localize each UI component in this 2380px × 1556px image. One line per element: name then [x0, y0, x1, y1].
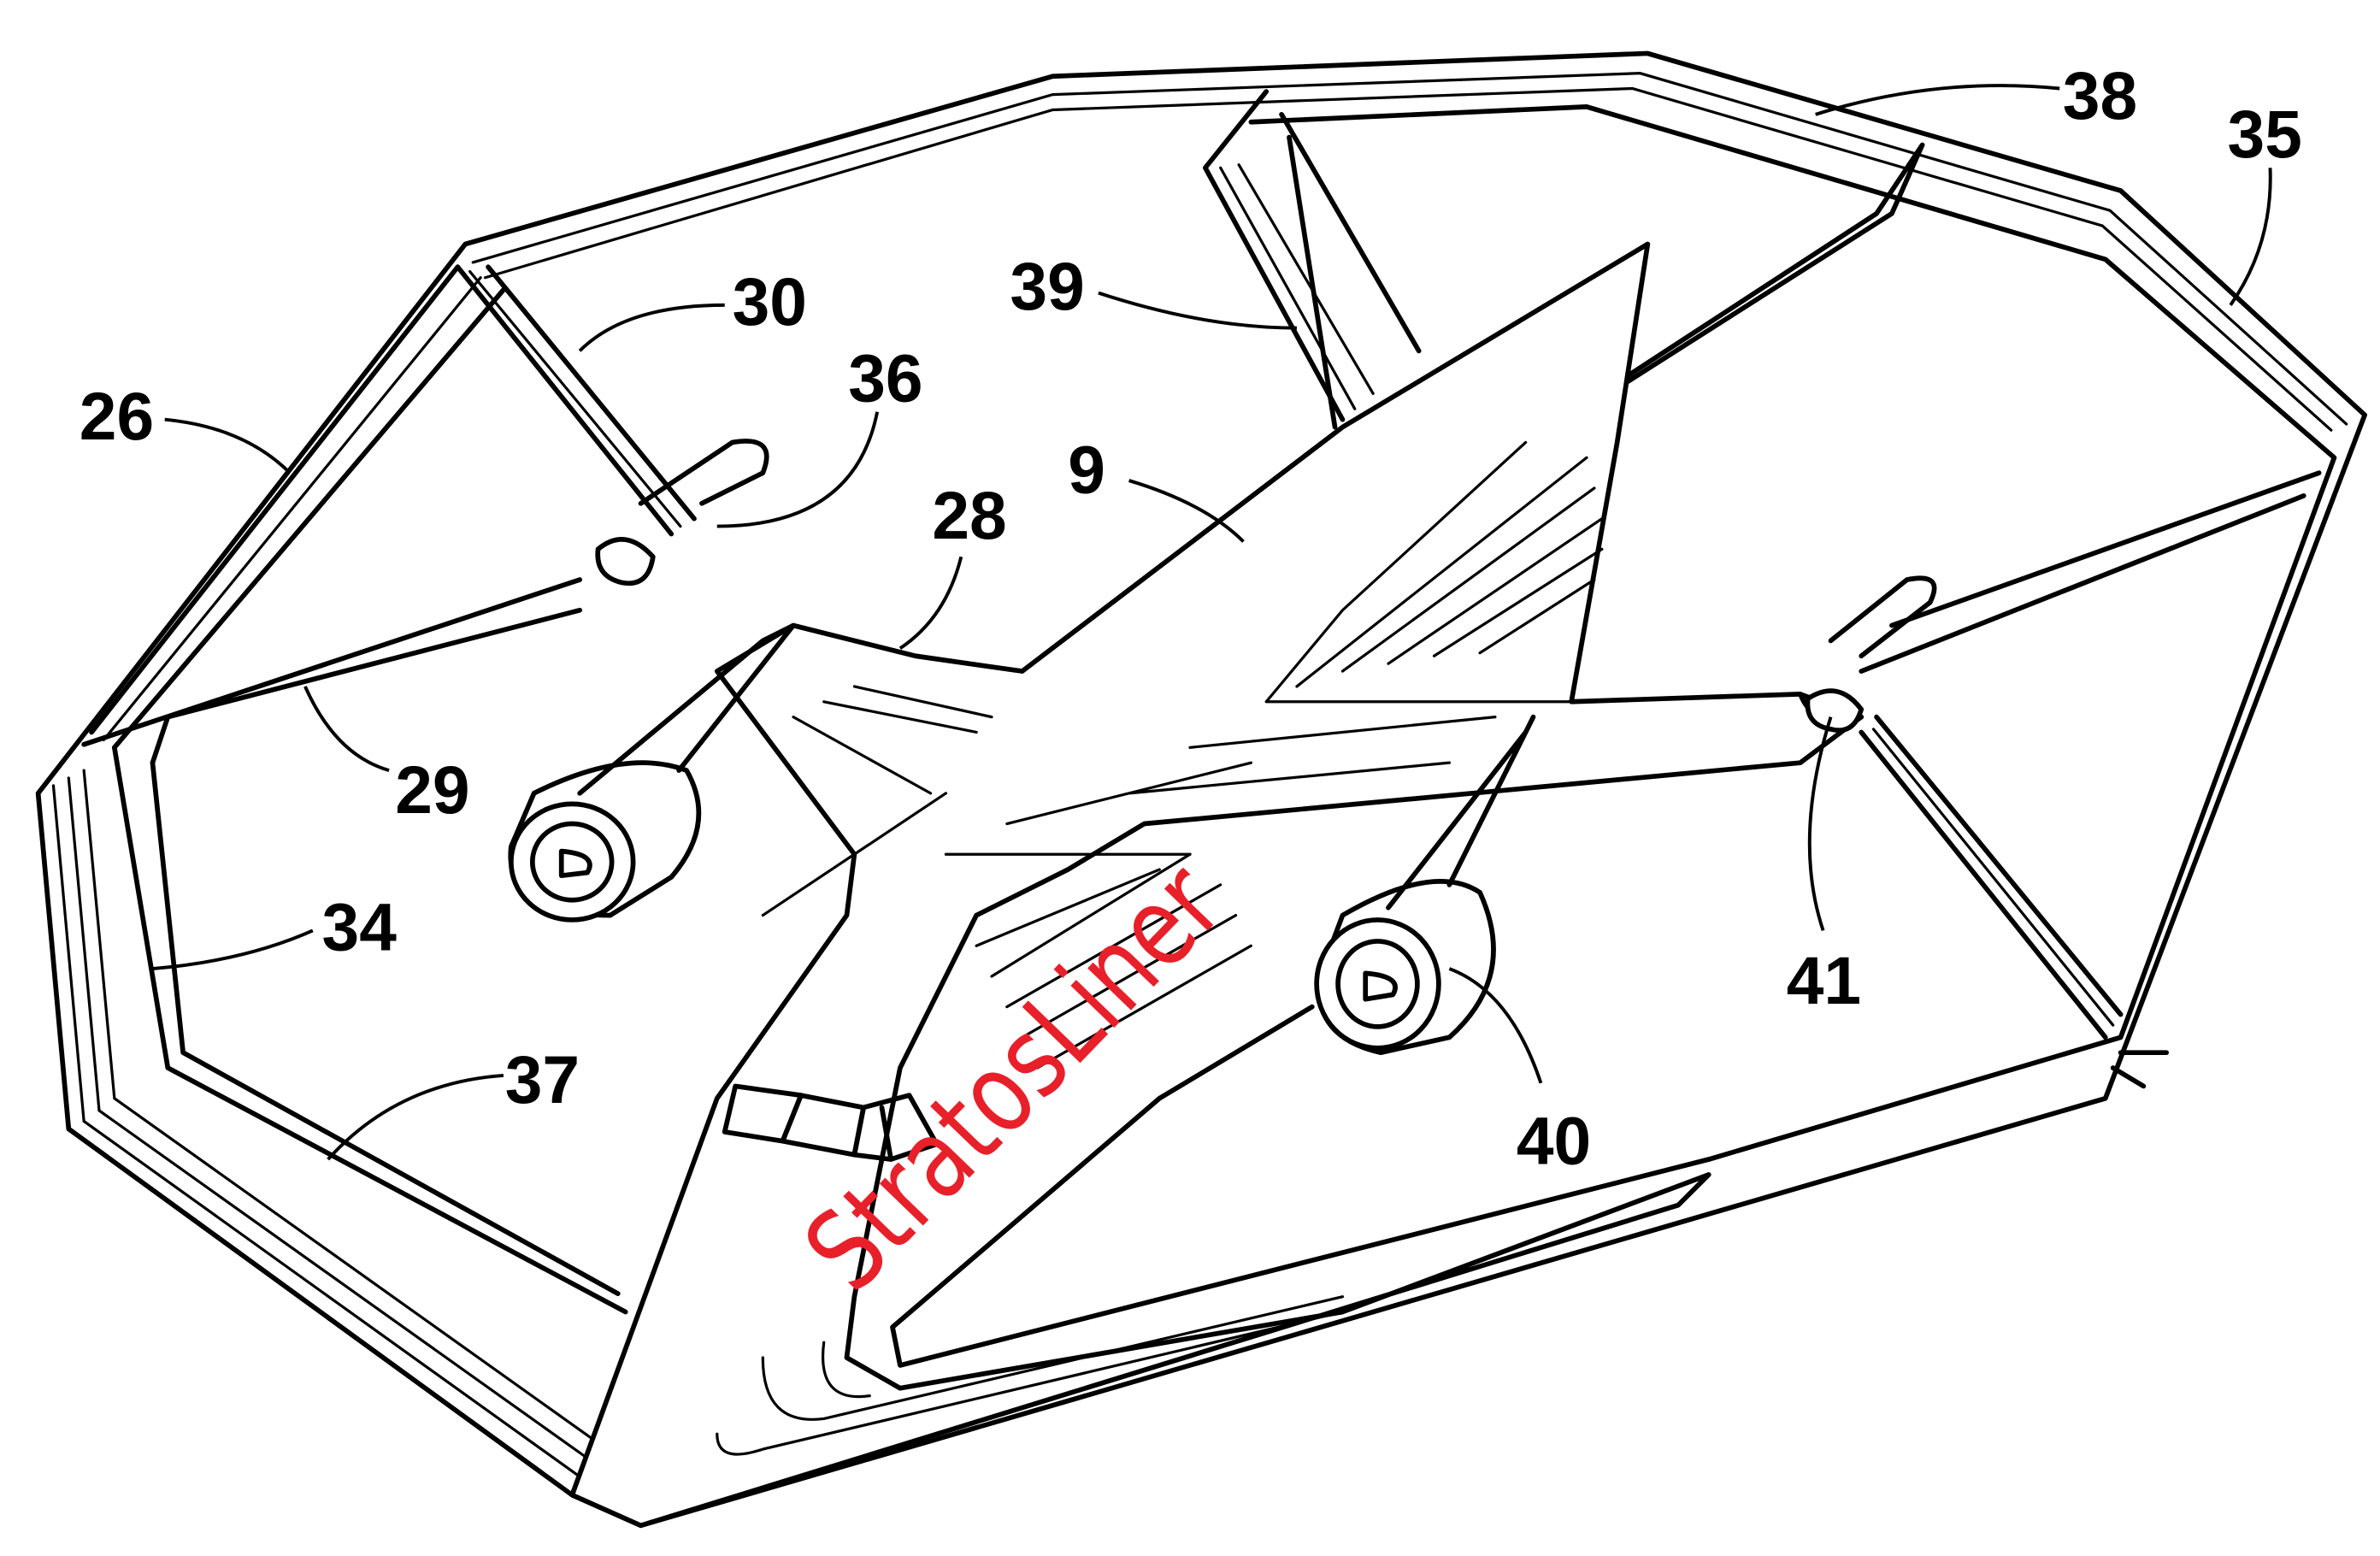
- leader-lines: [152, 84, 2272, 1161]
- cockpit-windows: [722, 1083, 940, 1162]
- ring-wing-frame: [35, 50, 2368, 1529]
- label-34: 34: [322, 890, 398, 965]
- label-38: 38: [2063, 58, 2137, 133]
- label-35: 35: [2228, 97, 2302, 172]
- label-28: 28: [932, 478, 1006, 553]
- hubs: [595, 537, 1865, 733]
- label-26: 26: [80, 379, 154, 454]
- label-29: 29: [395, 752, 469, 828]
- aircraft-body: [569, 241, 1937, 1529]
- label-30: 30: [733, 264, 807, 339]
- label-39: 39: [1010, 249, 1084, 324]
- engine-right: [1314, 714, 1536, 1056]
- label-40: 40: [1517, 1103, 1591, 1178]
- reference-numerals: 38 35 39 30 36 26 9 28 29 34 41 37 40: [80, 58, 2302, 1178]
- engine-left: [508, 622, 796, 922]
- label-37: 37: [505, 1042, 580, 1117]
- label-36: 36: [848, 340, 922, 416]
- label-41: 41: [1787, 943, 1861, 1018]
- label-9: 9: [1068, 432, 1105, 507]
- pylons: [455, 89, 1925, 537]
